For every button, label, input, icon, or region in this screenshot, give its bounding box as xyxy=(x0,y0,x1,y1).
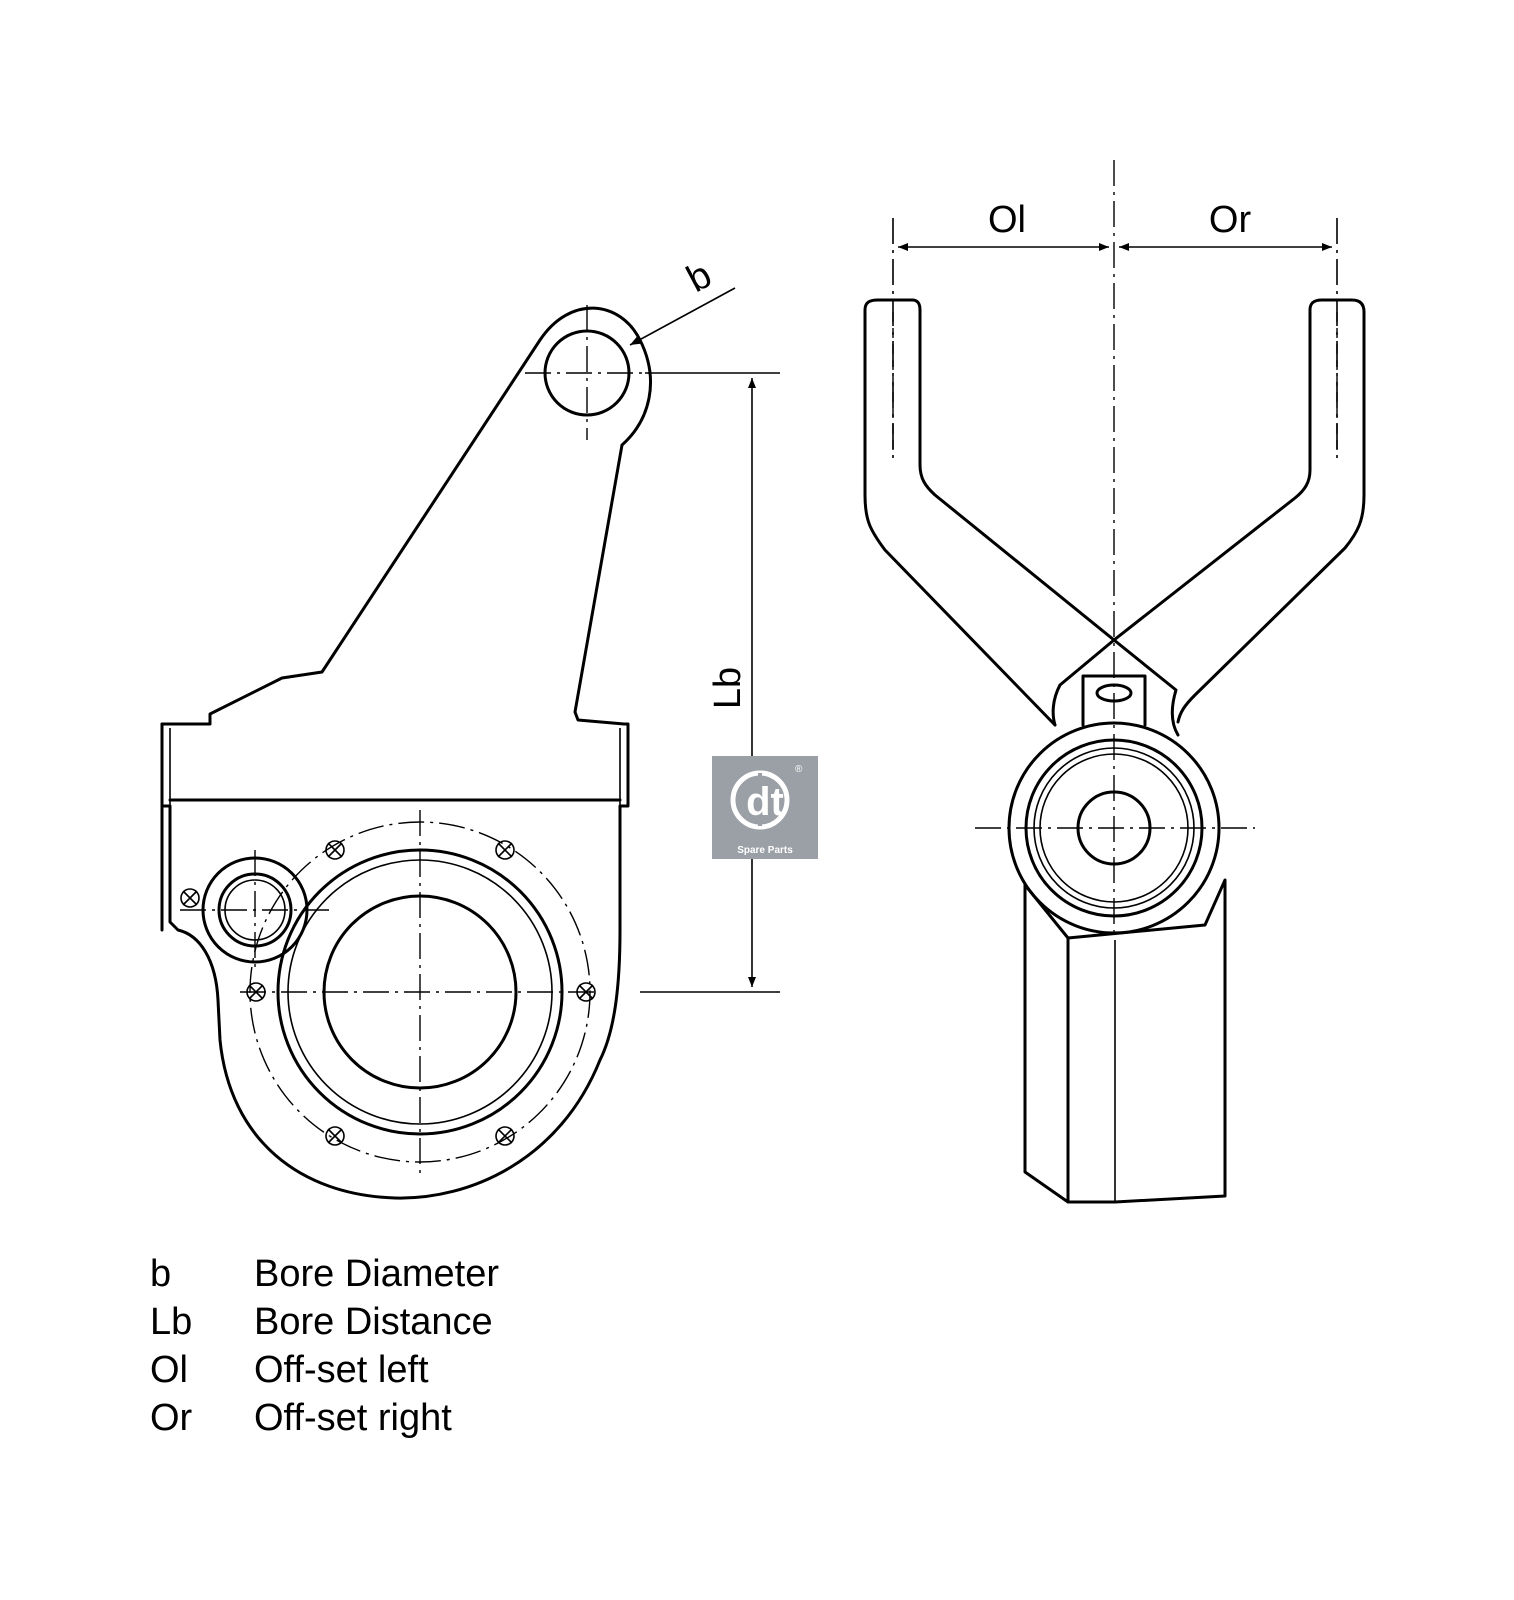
dimension-label-or: Or xyxy=(1209,199,1252,241)
side-view xyxy=(863,160,1366,1204)
main-bore-centerlines xyxy=(240,810,600,1175)
top-bore-centerlines xyxy=(525,305,650,440)
lever-arm-outline xyxy=(160,306,652,1200)
legend-row: b Bore Diameter xyxy=(150,1250,499,1298)
dimension-label-lb: Lb xyxy=(707,667,749,709)
pin-lug-hole xyxy=(1095,683,1133,703)
legend-key: Ol xyxy=(150,1349,188,1391)
legend-key: b xyxy=(150,1253,172,1295)
collar-inner-edges xyxy=(169,728,621,920)
legend-row: Or Off-set right xyxy=(150,1394,499,1442)
legend: b Bore Diameter Lb Bore Distance Ol Off-… xyxy=(150,1250,499,1442)
left-prong-outline xyxy=(863,298,1180,737)
legend-row: Ol Off-set left xyxy=(150,1346,499,1394)
lb-extension-lines xyxy=(640,372,780,993)
dimension-offsets: Ol Or xyxy=(892,199,1338,460)
legend-description: Bore Distance xyxy=(254,1301,493,1343)
dimension-b: b xyxy=(629,254,736,346)
front-view xyxy=(160,305,652,1200)
legend-description: Off-set left xyxy=(254,1349,429,1391)
dimension-label-ol: Ol xyxy=(988,199,1026,241)
pin-lug xyxy=(1081,674,1147,727)
b-leader-line xyxy=(629,287,736,346)
lower-housing-outline xyxy=(1023,878,1227,1204)
dimension-lb: Lb xyxy=(640,372,780,993)
dimension-label-b: b xyxy=(680,254,718,301)
logo-mark: dt xyxy=(746,780,784,824)
bolt-holes xyxy=(180,840,596,1146)
legend-row: Lb Bore Distance xyxy=(150,1298,499,1346)
worm-boss-centerlines xyxy=(180,850,330,970)
right-prong-outline xyxy=(1051,298,1366,727)
legend-description: Bore Diameter xyxy=(254,1253,499,1295)
logo-registered: ® xyxy=(795,764,803,775)
dt-spare-parts-logo: dt ® Spare Parts xyxy=(712,756,818,859)
logo-caption: Spare Parts xyxy=(737,845,793,856)
legend-key: Lb xyxy=(150,1301,193,1343)
legend-key: Or xyxy=(150,1397,193,1439)
legend-description: Off-set right xyxy=(254,1397,452,1439)
